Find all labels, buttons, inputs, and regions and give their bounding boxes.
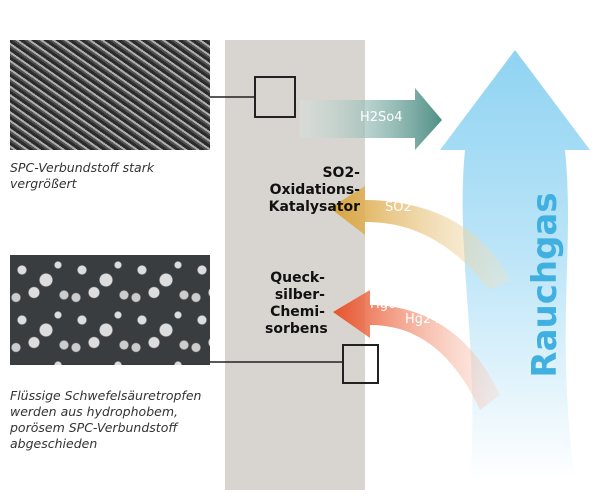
flue-gas-arrow bbox=[440, 50, 590, 480]
magnify-box-bottom bbox=[342, 344, 379, 384]
so2-label: SO2 bbox=[385, 200, 412, 215]
spc-fabric-magnified-photo bbox=[10, 40, 210, 150]
hg2-label: Hg2+ bbox=[405, 312, 443, 327]
magnify-box-top bbox=[254, 76, 296, 118]
catalyst-line: SO2- bbox=[322, 165, 360, 181]
catalyst-label: SO2- Oxidations- Katalysator bbox=[265, 165, 360, 216]
sorbent-line: silber- bbox=[274, 287, 325, 303]
sorbent-line: Queck- bbox=[270, 270, 325, 286]
caption-top: SPC-Verbundstoff stark vergrößert bbox=[10, 160, 155, 191]
sorbent-line: sorbens bbox=[265, 321, 328, 337]
sorbent-label: Queck- silber- Chemi- sorbens bbox=[265, 270, 328, 338]
hg0-label: Hg0 bbox=[370, 297, 397, 312]
catalyst-line: Katalysator bbox=[268, 199, 360, 215]
hg-arrow bbox=[333, 290, 500, 410]
sorbent-line: Chemi- bbox=[270, 304, 325, 320]
caption-bottom: Flüssige Schwefelsäuretropfen werden aus… bbox=[10, 388, 202, 451]
catalyst-line: Oxidations- bbox=[269, 182, 360, 198]
h2so4-arrow bbox=[300, 88, 442, 150]
acid-droplets-photo bbox=[10, 255, 210, 365]
flue-gas-label: Rauchgas bbox=[525, 192, 565, 378]
so2-arrow bbox=[330, 186, 510, 290]
h2so4-label: H2So4 bbox=[360, 110, 403, 125]
